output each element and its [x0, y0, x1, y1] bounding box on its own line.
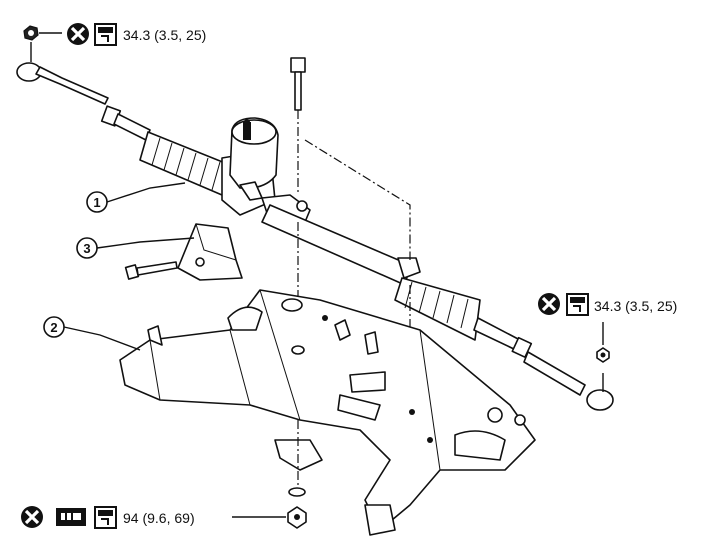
never-reuse-icon: [21, 506, 43, 528]
torque-value-left: 34.3 (3.5, 25): [123, 27, 206, 43]
locking-sealant-icon: [56, 508, 86, 526]
torque-callout-right: 34.3 (3.5, 25): [538, 293, 677, 316]
torque-wrench-icon: [94, 23, 117, 46]
torque-callout-left: 34.3 (3.5, 25): [23, 23, 206, 46]
svg-text:1: 1: [93, 195, 100, 210]
left-tie-rod: [16, 42, 151, 141]
hex-nut-icon-right: [596, 347, 610, 363]
callout-part-1: 1: [86, 182, 186, 213]
front-suspension-member: [119, 289, 536, 536]
svg-text:2: 2: [50, 320, 57, 335]
callout-part-3: 3: [76, 237, 195, 259]
never-reuse-icon: [538, 293, 560, 315]
torque-wrench-icon: [566, 293, 589, 316]
mount-nut-bottom: [287, 487, 307, 529]
steering-gear-assembly: [139, 117, 481, 341]
right-tie-rod: [473, 317, 614, 411]
torque-wrench-icon: [94, 506, 117, 529]
never-reuse-icon: [67, 23, 89, 45]
steering-gear-bracket: [124, 223, 243, 281]
svg-text:3: 3: [83, 241, 90, 256]
torque-callout-bottom: 94 (9.6, 69): [21, 506, 286, 529]
torque-value-bottom: 94 (9.6, 69): [123, 510, 195, 526]
bracket-bolt: [124, 261, 178, 280]
callout-part-2: 2: [43, 316, 141, 351]
torque-value-right: 34.3 (3.5, 25): [594, 298, 677, 314]
hex-nut-icon: [23, 25, 39, 41]
